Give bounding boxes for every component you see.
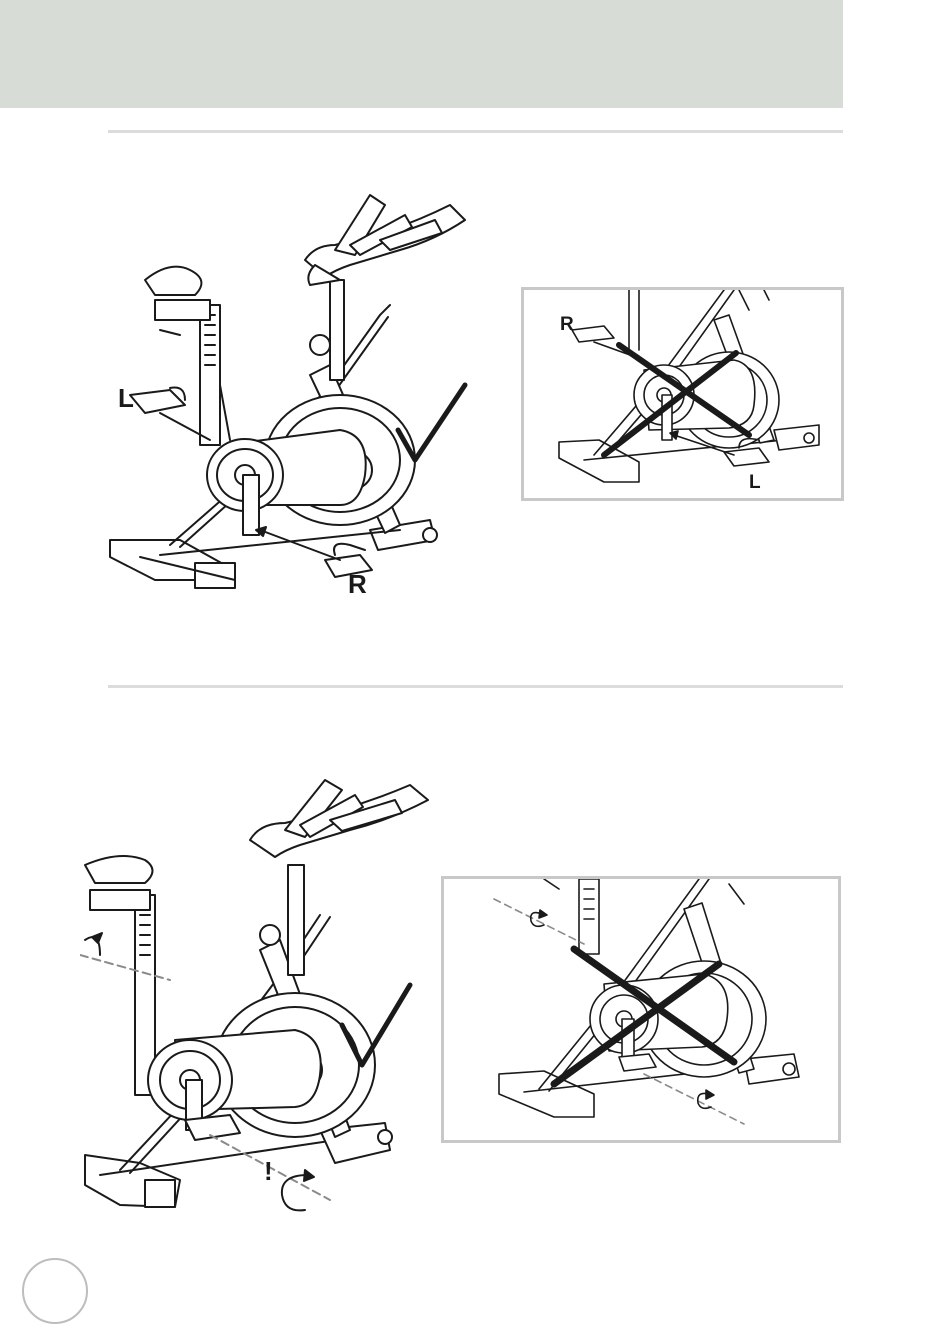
inset-left-pedal-label: L bbox=[749, 472, 761, 493]
header-band bbox=[0, 0, 843, 108]
section-divider-2 bbox=[108, 685, 843, 688]
inset-right-pedal-label: R bbox=[560, 314, 574, 335]
right-pedal-label: R bbox=[348, 569, 367, 599]
check-icon bbox=[398, 385, 465, 460]
page-number-circle bbox=[22, 1258, 88, 1324]
warning-mark: ! bbox=[264, 1156, 273, 1186]
section-divider-1 bbox=[108, 130, 843, 133]
inset-pedals-wrong: R L bbox=[521, 287, 844, 501]
left-pedal-label: L bbox=[118, 383, 134, 413]
bike-figure-pedals-correct: L R bbox=[100, 185, 490, 605]
bike-figure-pedal-rotation-correct: ! bbox=[80, 775, 440, 1215]
inset-pedal-rotation-wrong bbox=[441, 876, 841, 1143]
